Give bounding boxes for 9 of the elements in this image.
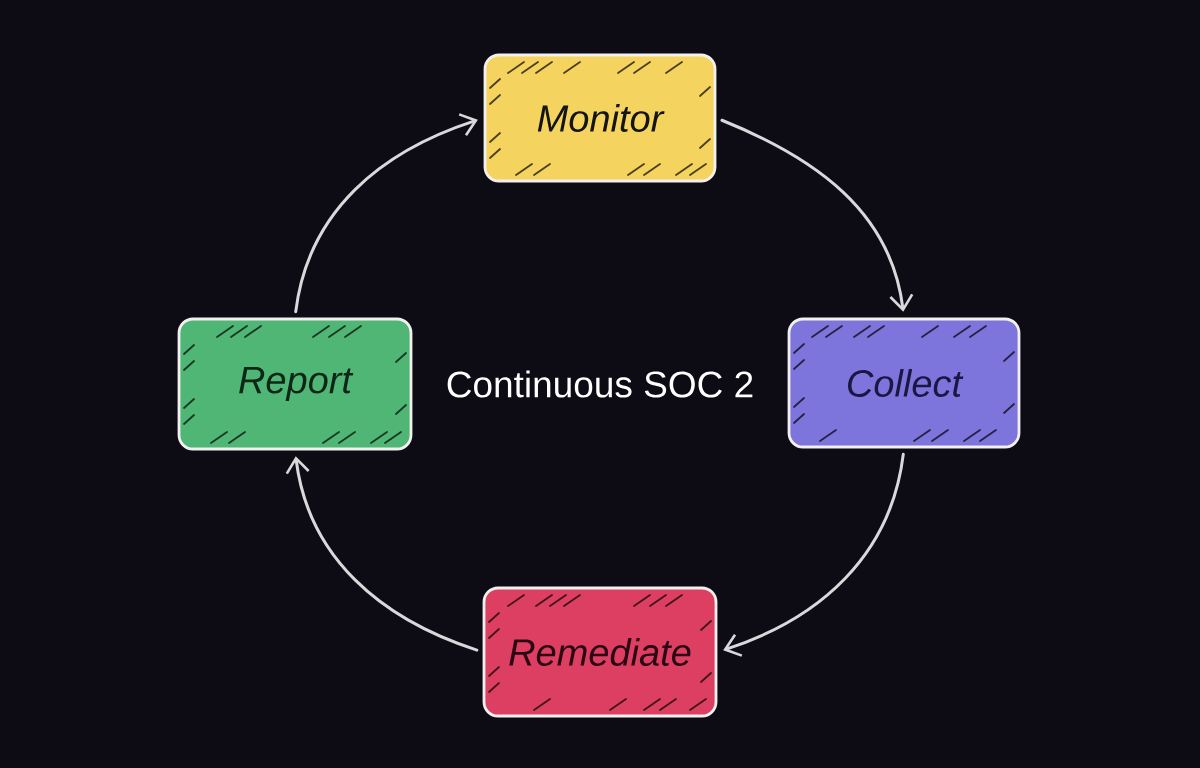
arrow [720,118,914,312]
center-label: Continuous SOC 2 [447,370,753,398]
arrow [294,113,478,314]
arrow [285,456,479,652]
process-box: Remediate [482,586,718,718]
process-box: Report [177,317,413,451]
process-box: Collect [787,317,1021,449]
process-box: Monitor [483,53,717,183]
arrow [723,452,905,657]
